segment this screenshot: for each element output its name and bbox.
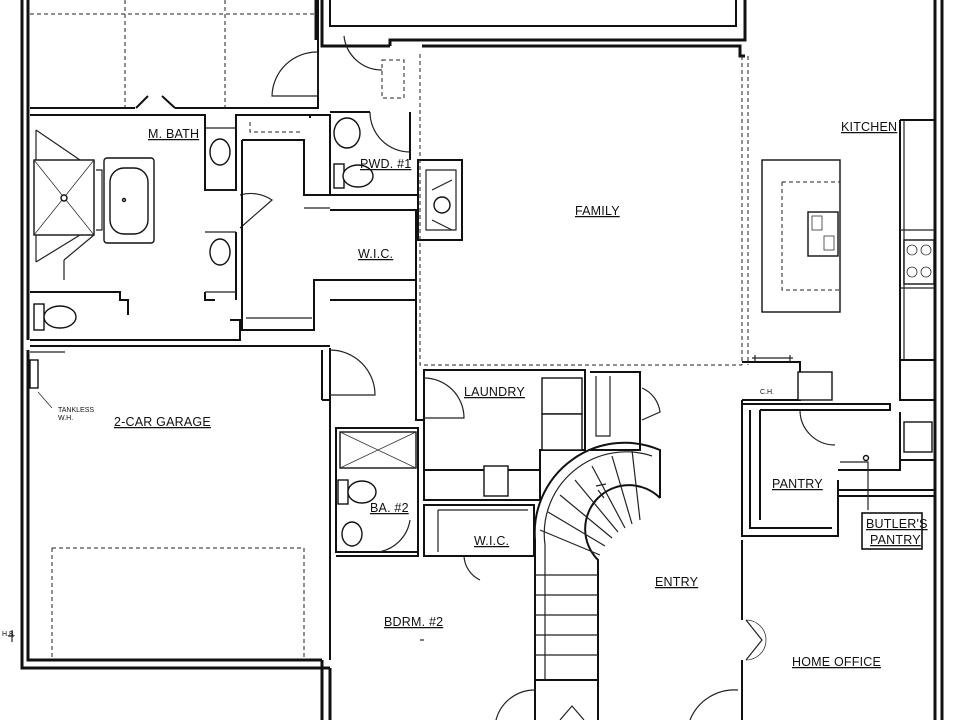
right-wing xyxy=(741,400,935,720)
room-label-laundry: LAUNDRY xyxy=(464,385,525,399)
room-label-butlers-pantry-line2: PANTRY xyxy=(870,533,921,547)
room-label-bath-2: BA. #2 xyxy=(370,501,409,515)
note-tankless-line2: W.H. xyxy=(58,415,73,422)
room-label-wic-1: W.I.C. xyxy=(358,247,393,261)
room-label-wic-2: W.I.C. xyxy=(474,534,509,548)
toilet-icon xyxy=(337,479,349,505)
sink-icon xyxy=(333,117,361,149)
room-label-butlers-pantry-line1: BUTLER'S xyxy=(866,517,928,531)
room-label-powder: PWD. #1 xyxy=(360,157,411,171)
garage xyxy=(8,345,376,660)
sink-icon xyxy=(209,138,231,166)
hallway-closets xyxy=(240,35,463,331)
note-tankless-line1: TANKLESS xyxy=(58,407,94,414)
room-label-home-office: HOME OFFICE xyxy=(792,655,881,669)
room-label-garage: 2-CAR GARAGE xyxy=(114,415,211,429)
toilet-icon xyxy=(33,303,45,331)
sink-icon xyxy=(209,238,231,266)
dryer-icon xyxy=(541,413,583,451)
note-cabinet-tag: C.H. xyxy=(760,389,774,396)
water-heater-icon xyxy=(29,359,39,389)
washer-icon xyxy=(541,377,583,415)
room-labels: M. BATH PWD. #1 FAMILY KITCHEN W.I.C. LA… xyxy=(2,120,928,669)
butlers-pantry-box xyxy=(861,512,923,550)
note-edge-tag: H.B. xyxy=(2,631,16,638)
front-doors xyxy=(420,639,739,720)
sink-icon xyxy=(807,211,839,257)
master-bath xyxy=(30,114,311,341)
room-label-family: FAMILY xyxy=(575,204,620,218)
room-label-bedroom-2: BDRM. #2 xyxy=(384,615,443,629)
sink-icon xyxy=(903,421,933,453)
fireplace-icon xyxy=(433,196,451,214)
cooktop-icon xyxy=(903,239,935,285)
room-label-pantry: PANTRY xyxy=(772,477,823,491)
room-label-kitchen: KITCHEN xyxy=(841,120,897,134)
utility-sink-icon xyxy=(483,465,509,497)
exterior-walls xyxy=(20,0,944,720)
curved-staircase xyxy=(533,441,661,681)
sink-icon xyxy=(341,521,363,547)
room-label-entry: ENTRY xyxy=(655,575,699,589)
top-rooms xyxy=(30,0,737,109)
family-kitchen xyxy=(419,54,936,401)
room-label-master-bath: M. BATH xyxy=(148,127,199,141)
